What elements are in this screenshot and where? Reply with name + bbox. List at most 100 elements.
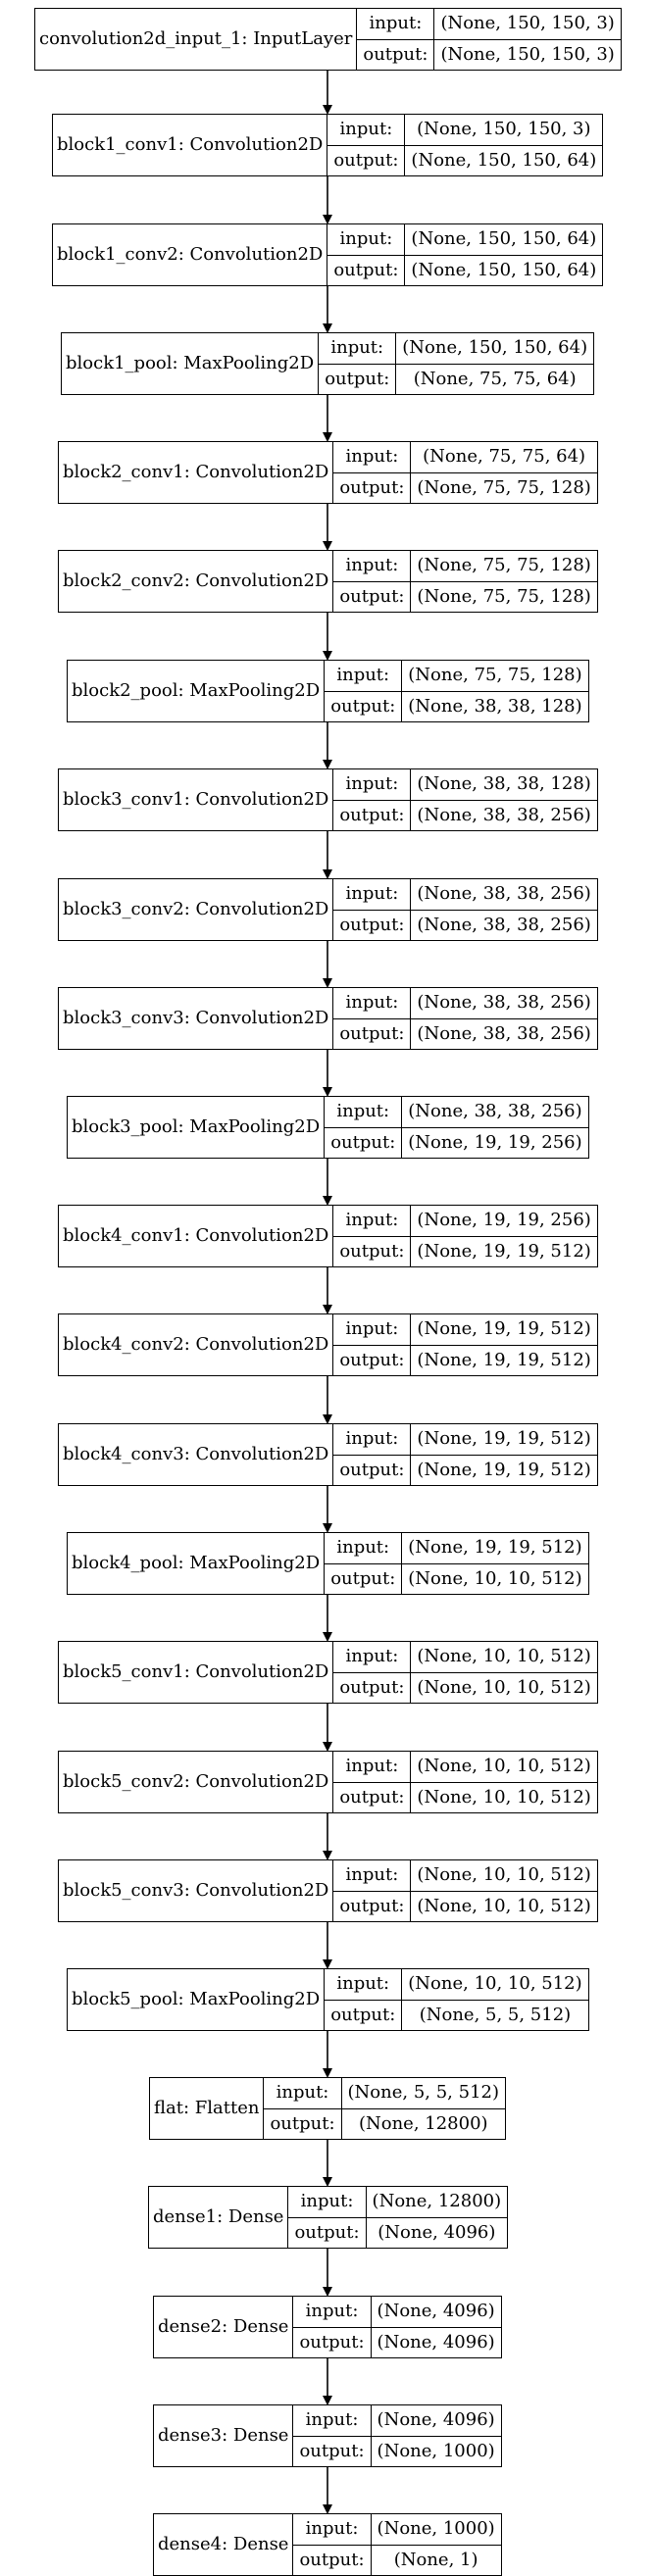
layer-name: flat: Flatten — [150, 2078, 265, 2139]
io-labels-column: input: output: — [333, 551, 412, 613]
input-label: input: — [330, 337, 384, 359]
output-shape: (None, 150, 150, 3) — [434, 38, 621, 71]
input-label: input: — [339, 119, 393, 140]
input-label: input: — [345, 773, 399, 795]
output-label: output: — [325, 690, 402, 722]
output-shape: (None, 19, 19, 512) — [411, 1344, 597, 1376]
output-label: output: — [333, 1017, 411, 1050]
output-shape: (None, 38, 38, 256) — [411, 1017, 597, 1050]
layer-name: dense4: Dense — [154, 2514, 294, 2575]
output-label: output: — [333, 1235, 411, 1267]
output-label: output: — [333, 1781, 411, 1813]
input-label: input: — [300, 2191, 354, 2212]
input-label: input: — [336, 665, 390, 686]
input-label: input: — [345, 1864, 399, 1886]
layer-node-22: dense2: Dense input: output: (None, 4096… — [153, 2296, 502, 2358]
io-values-column: (None, 75, 75, 128) (None, 38, 38, 128) — [402, 661, 588, 721]
io-labels-column: input: output: — [333, 1752, 412, 1813]
layer-name: block1_conv2: Convolution2D — [53, 224, 328, 285]
layer-name: block4_conv1: Convolution2D — [59, 1206, 334, 1266]
layer-node-9: block3_conv2: Convolution2D input: outpu… — [58, 878, 598, 941]
io-values-column: (None, 10, 10, 512) (None, 5, 5, 512) — [402, 1969, 588, 2031]
io-values-column: (None, 150, 150, 3) (None, 150, 150, 3) — [434, 9, 621, 71]
layer-node-6: block2_conv2: Convolution2D input: outpu… — [58, 550, 598, 613]
output-label: output: — [293, 2435, 371, 2467]
io-values-column: (None, 19, 19, 512) (None, 19, 19, 512) — [411, 1424, 597, 1485]
input-shape: (None, 19, 19, 512) — [417, 1428, 591, 1450]
io-values-column: (None, 150, 150, 64) (None, 75, 75, 64) — [396, 333, 594, 395]
input-shape: (None, 10, 10, 512) — [408, 1973, 582, 1995]
input-shape: (None, 10, 10, 512) — [417, 1864, 591, 1886]
layer-node-19: block5_pool: MaxPooling2D input: output:… — [67, 1968, 589, 2031]
io-labels-column: input: output: — [327, 115, 406, 175]
io-labels-column: input: output: — [325, 661, 403, 722]
input-shape: (None, 5, 5, 512) — [347, 2082, 499, 2104]
io-labels-column: input: output: — [327, 224, 406, 286]
io-labels-column: input: output: — [333, 1314, 412, 1376]
output-label: output: — [264, 2107, 341, 2140]
layer-node-24: dense4: Dense input: output: (None, 1000… — [153, 2513, 502, 2576]
layer-name: block5_pool: MaxPooling2D — [68, 1969, 326, 2030]
output-label: output: — [333, 1344, 411, 1376]
io-labels-column: input: output: — [333, 442, 412, 504]
input-shape: (None, 150, 150, 64) — [411, 228, 597, 250]
output-shape: (None, 1000) — [371, 2435, 501, 2467]
io-values-column: (None, 19, 19, 512) (None, 10, 10, 512) — [402, 1533, 588, 1594]
input-shape: (None, 1000) — [377, 2518, 495, 2540]
io-labels-column: input: output: — [333, 1860, 412, 1921]
input-label: input: — [345, 446, 399, 468]
layer-node-11: block3_pool: MaxPooling2D input: output:… — [67, 1096, 589, 1159]
input-label: input: — [345, 1210, 399, 1231]
input-label: input: — [336, 1537, 390, 1559]
output-label: output: — [333, 471, 411, 504]
io-labels-column: input: output: — [264, 2078, 342, 2140]
output-label: output: — [333, 799, 411, 831]
io-values-column: (None, 38, 38, 256) (None, 38, 38, 256) — [411, 879, 597, 940]
io-labels-column: input: output: — [333, 769, 412, 831]
io-values-column: (None, 75, 75, 64) (None, 75, 75, 128) — [411, 442, 597, 503]
input-shape: (None, 10, 10, 512) — [417, 1646, 591, 1667]
output-label: output: — [333, 909, 411, 941]
layer-name: block5_conv2: Convolution2D — [59, 1752, 334, 1812]
output-shape: (None, 19, 19, 256) — [402, 1126, 588, 1159]
input-label: input: — [305, 2409, 359, 2431]
layer-name: dense3: Dense — [154, 2405, 294, 2466]
input-label: input: — [339, 228, 393, 250]
io-values-column: (None, 4096) (None, 4096) — [371, 2297, 501, 2357]
layer-node-8: block3_conv1: Convolution2D input: outpu… — [58, 768, 598, 831]
input-label: input: — [336, 1101, 390, 1122]
input-label: input: — [345, 1756, 399, 1777]
output-label: output: — [293, 2326, 371, 2358]
input-shape: (None, 4096) — [377, 2409, 495, 2431]
input-label: input: — [305, 2518, 359, 2540]
input-label: input: — [345, 1318, 399, 1340]
io-labels-column: input: output: — [333, 879, 412, 941]
io-values-column: (None, 10, 10, 512) (None, 10, 10, 512) — [411, 1642, 597, 1704]
io-labels-column: input: output: — [325, 1969, 403, 2030]
input-shape: (None, 38, 38, 128) — [417, 773, 591, 795]
input-label: input: — [345, 1428, 399, 1450]
output-label: output: — [327, 254, 405, 286]
output-label: output: — [333, 580, 411, 613]
io-labels-column: input: output: — [333, 988, 412, 1050]
layer-node-17: block5_conv2: Convolution2D input: outpu… — [58, 1751, 598, 1813]
layer-name: convolution2d_input_1: InputLayer — [35, 9, 358, 70]
input-shape: (None, 150, 150, 64) — [402, 337, 588, 359]
layer-name: block1_conv1: Convolution2D — [53, 115, 328, 175]
input-label: input: — [336, 1973, 390, 1995]
output-shape: (None, 5, 5, 512) — [402, 1999, 588, 2031]
io-values-column: (None, 75, 75, 128) (None, 75, 75, 128) — [411, 551, 597, 612]
layer-name: block4_conv2: Convolution2D — [59, 1314, 334, 1375]
layer-name: block2_conv2: Convolution2D — [59, 551, 334, 612]
io-labels-column: input: output: — [333, 1424, 412, 1485]
io-values-column: (None, 38, 38, 128) (None, 38, 38, 256) — [411, 769, 597, 830]
output-shape: (None, 75, 75, 64) — [396, 363, 594, 395]
layer-name: block5_conv3: Convolution2D — [59, 1860, 334, 1921]
io-labels-column: input: output: — [333, 1642, 412, 1703]
layer-node-14: block4_conv3: Convolution2D input: outpu… — [58, 1423, 598, 1486]
layer-node-1: convolution2d_input_1: InputLayer input:… — [34, 8, 622, 71]
input-shape: (None, 19, 19, 512) — [417, 1318, 591, 1340]
input-shape: (None, 19, 19, 512) — [408, 1537, 582, 1559]
output-shape: (None, 10, 10, 512) — [411, 1671, 597, 1704]
